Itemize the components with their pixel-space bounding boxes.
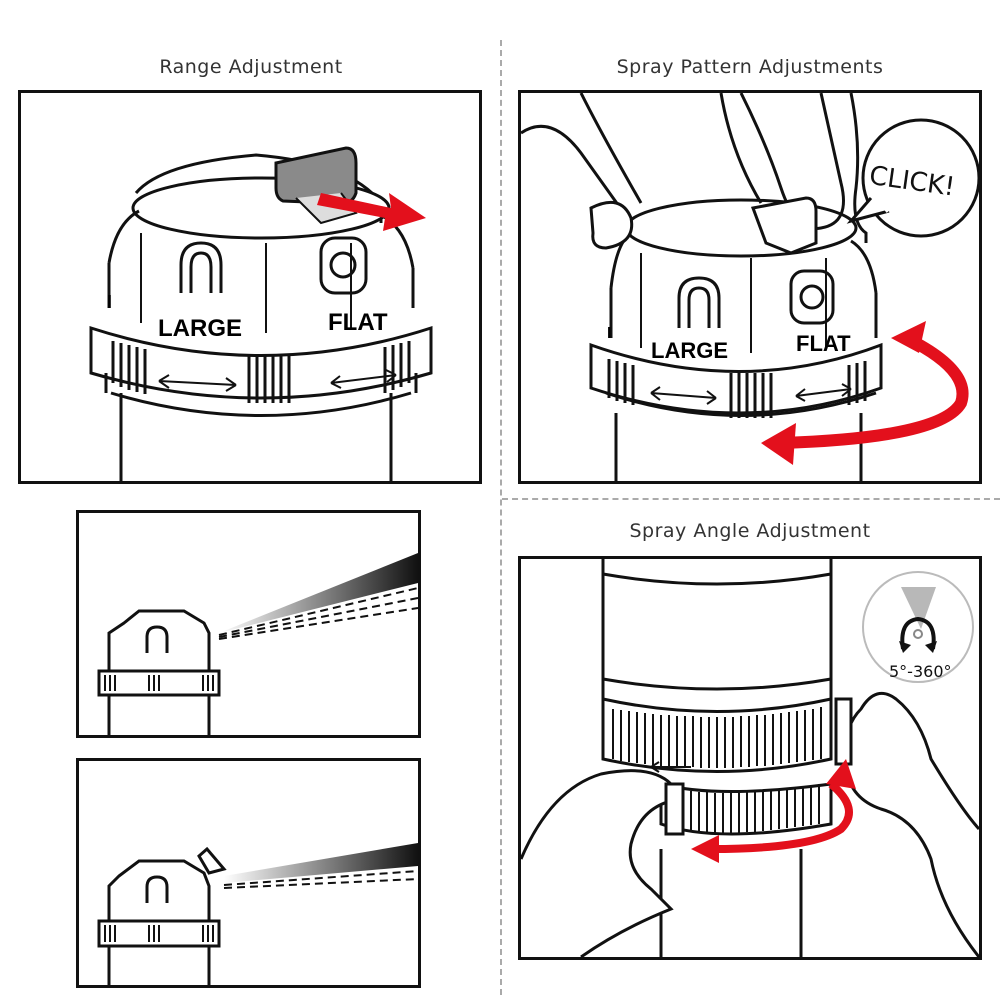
narrow-spray-beam — [224, 843, 418, 883]
spray-angle-panel: 5°-360° — [518, 556, 982, 960]
spray-pattern-title: Spray Pattern Adjustments — [616, 56, 884, 78]
range-adjustment-title: Range Adjustment — [159, 56, 343, 78]
wide-spray-illustration — [97, 553, 418, 735]
large-label: LARGE — [158, 315, 242, 342]
sprinkler-body — [119, 393, 393, 481]
vertical-divider — [500, 40, 502, 995]
lower-ring-ridges — [690, 784, 820, 833]
angle-range-label: 5°-360° — [889, 662, 952, 681]
wide-spray-panel — [76, 510, 421, 738]
horizontal-divider — [502, 498, 1000, 500]
mark-label: I — [107, 292, 112, 312]
range-adjustment-panel: LARGE FLAT I — [18, 90, 482, 484]
curved-rotate-arrow-icon — [761, 321, 969, 465]
spray-pattern-panel: LARGE FLAT I CLICK! — [518, 90, 982, 484]
mark-label-2: I — [607, 325, 611, 342]
flat-label: FLAT — [328, 309, 388, 336]
rotation-angle-icon: 5°-360° — [862, 571, 974, 683]
range-adjustment-illustration: LARGE FLAT I — [89, 146, 433, 481]
large-label-2: LARGE — [651, 338, 728, 363]
spray-pattern-illustration: LARGE FLAT I CLICK! — [521, 93, 979, 481]
spray-angle-title: Spray Angle Adjustment — [629, 520, 871, 542]
wide-spray-beam — [219, 553, 418, 633]
upper-ring-ridges — [612, 707, 822, 768]
flat-label-2: FLAT — [796, 331, 851, 356]
arrow-right-icon — [317, 193, 426, 231]
curved-rotate-arrow-icon-2 — [691, 759, 856, 863]
spray-angle-illustration: 5°-360° — [521, 559, 979, 957]
narrow-spray-panel — [76, 758, 421, 988]
click-bubble: CLICK! — [846, 118, 979, 238]
narrow-spray-illustration — [97, 843, 418, 985]
